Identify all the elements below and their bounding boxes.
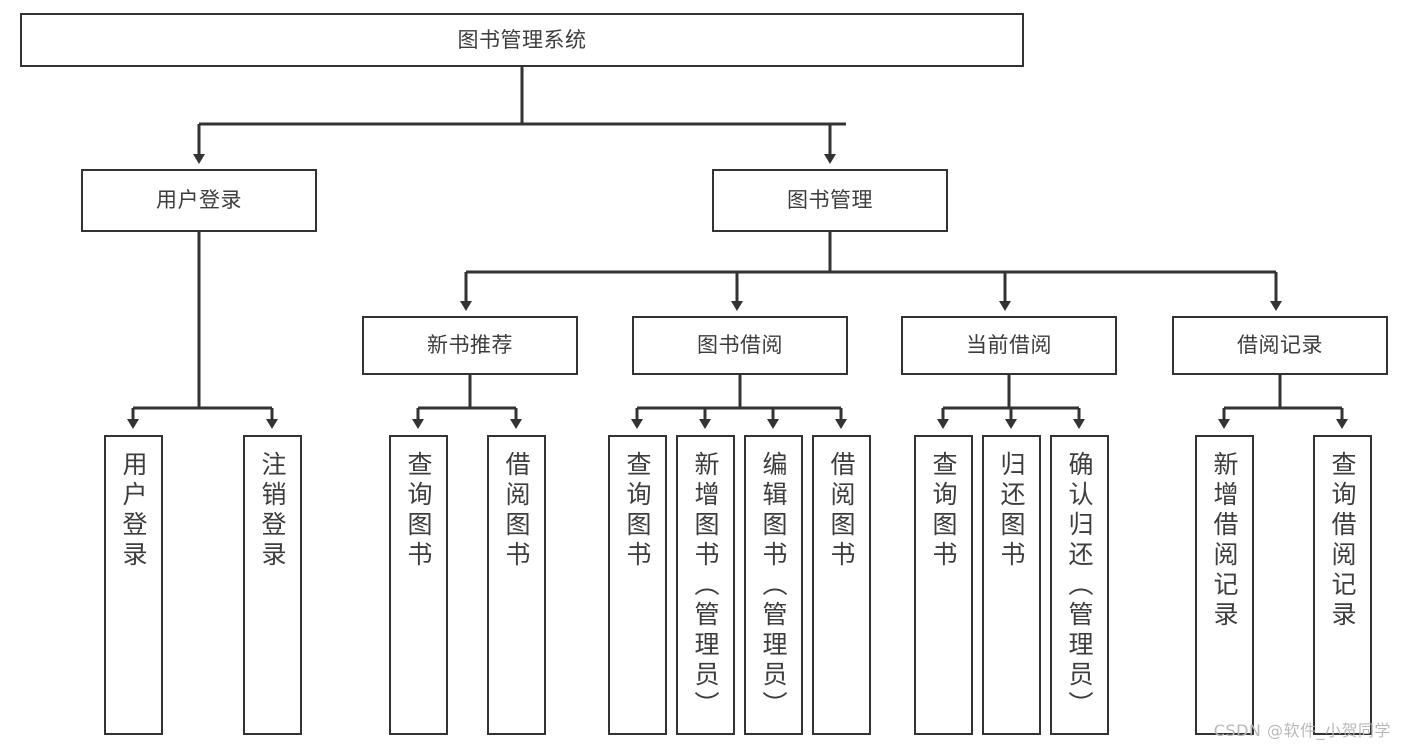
edge-user-login-to-leaves: [127, 232, 278, 429]
edge-current-borrow-to-leaves: [937, 375, 1085, 429]
node-leaf-confirm-return[interactable]: 确认归还（管理员）: [1050, 435, 1109, 735]
node-leaf-borrow-book-recommend[interactable]: 借阅图书: [487, 435, 546, 735]
node-label: 新增借阅记录: [1210, 451, 1239, 631]
node-leaf-add-borrow-record[interactable]: 新增借阅记录: [1195, 435, 1254, 735]
node-label: 新增图书（管理员）: [691, 451, 720, 721]
node-user-login[interactable]: 用户登录: [81, 169, 317, 232]
node-label: 查询图书: [623, 451, 652, 571]
edge-book-borrow-to-leaves: [631, 375, 847, 429]
node-label: 图书管理: [787, 188, 873, 213]
edge-root-to-level2: [193, 67, 846, 164]
node-label: 确认归还（管理员）: [1065, 451, 1094, 721]
node-label: 查询图书: [929, 451, 958, 571]
node-label: 查询借阅记录: [1328, 451, 1357, 631]
edge-new-book-recommend-to-leaves: [412, 375, 522, 429]
node-leaf-edit-book[interactable]: 编辑图书（管理员）: [744, 435, 803, 735]
node-leaf-borrow-book[interactable]: 借阅图书: [812, 435, 871, 735]
node-label: 查询图书: [404, 451, 433, 571]
node-leaf-add-book[interactable]: 新增图书（管理员）: [676, 435, 735, 735]
node-label: 注销登录: [258, 451, 287, 571]
node-borrow-record[interactable]: 借阅记录: [1172, 316, 1388, 375]
node-book-borrow[interactable]: 图书借阅: [632, 316, 848, 375]
node-label: 借阅图书: [827, 451, 856, 571]
edge-book-management-to-level3: [460, 232, 1282, 311]
edge-borrow-record-to-leaves: [1218, 375, 1348, 429]
node-leaf-user-login[interactable]: 用户登录: [104, 435, 163, 735]
node-root-system[interactable]: 图书管理系统: [20, 13, 1024, 67]
node-leaf-return-book[interactable]: 归还图书: [982, 435, 1041, 735]
node-leaf-logout[interactable]: 注销登录: [243, 435, 302, 735]
node-label: 借阅记录: [1237, 333, 1323, 358]
node-label: 图书借阅: [697, 333, 783, 358]
node-label: 当前借阅: [966, 333, 1052, 358]
node-current-borrow[interactable]: 当前借阅: [901, 316, 1117, 375]
node-label: 新书推荐: [427, 333, 513, 358]
node-label: 用户登录: [156, 188, 242, 213]
node-label: 图书管理系统: [457, 27, 587, 52]
node-label: 编辑图书（管理员）: [759, 451, 788, 721]
node-leaf-query-book[interactable]: 查询图书: [608, 435, 667, 735]
node-new-book-recommend[interactable]: 新书推荐: [362, 316, 578, 375]
node-label: 借阅图书: [502, 451, 531, 571]
node-leaf-query-book-recommend[interactable]: 查询图书: [389, 435, 448, 735]
node-book-management[interactable]: 图书管理: [712, 169, 948, 232]
node-leaf-query-book-current[interactable]: 查询图书: [914, 435, 973, 735]
node-label: 归还图书: [997, 451, 1026, 571]
node-label: 用户登录: [119, 451, 148, 571]
node-leaf-query-borrow-record[interactable]: 查询借阅记录: [1313, 435, 1372, 735]
